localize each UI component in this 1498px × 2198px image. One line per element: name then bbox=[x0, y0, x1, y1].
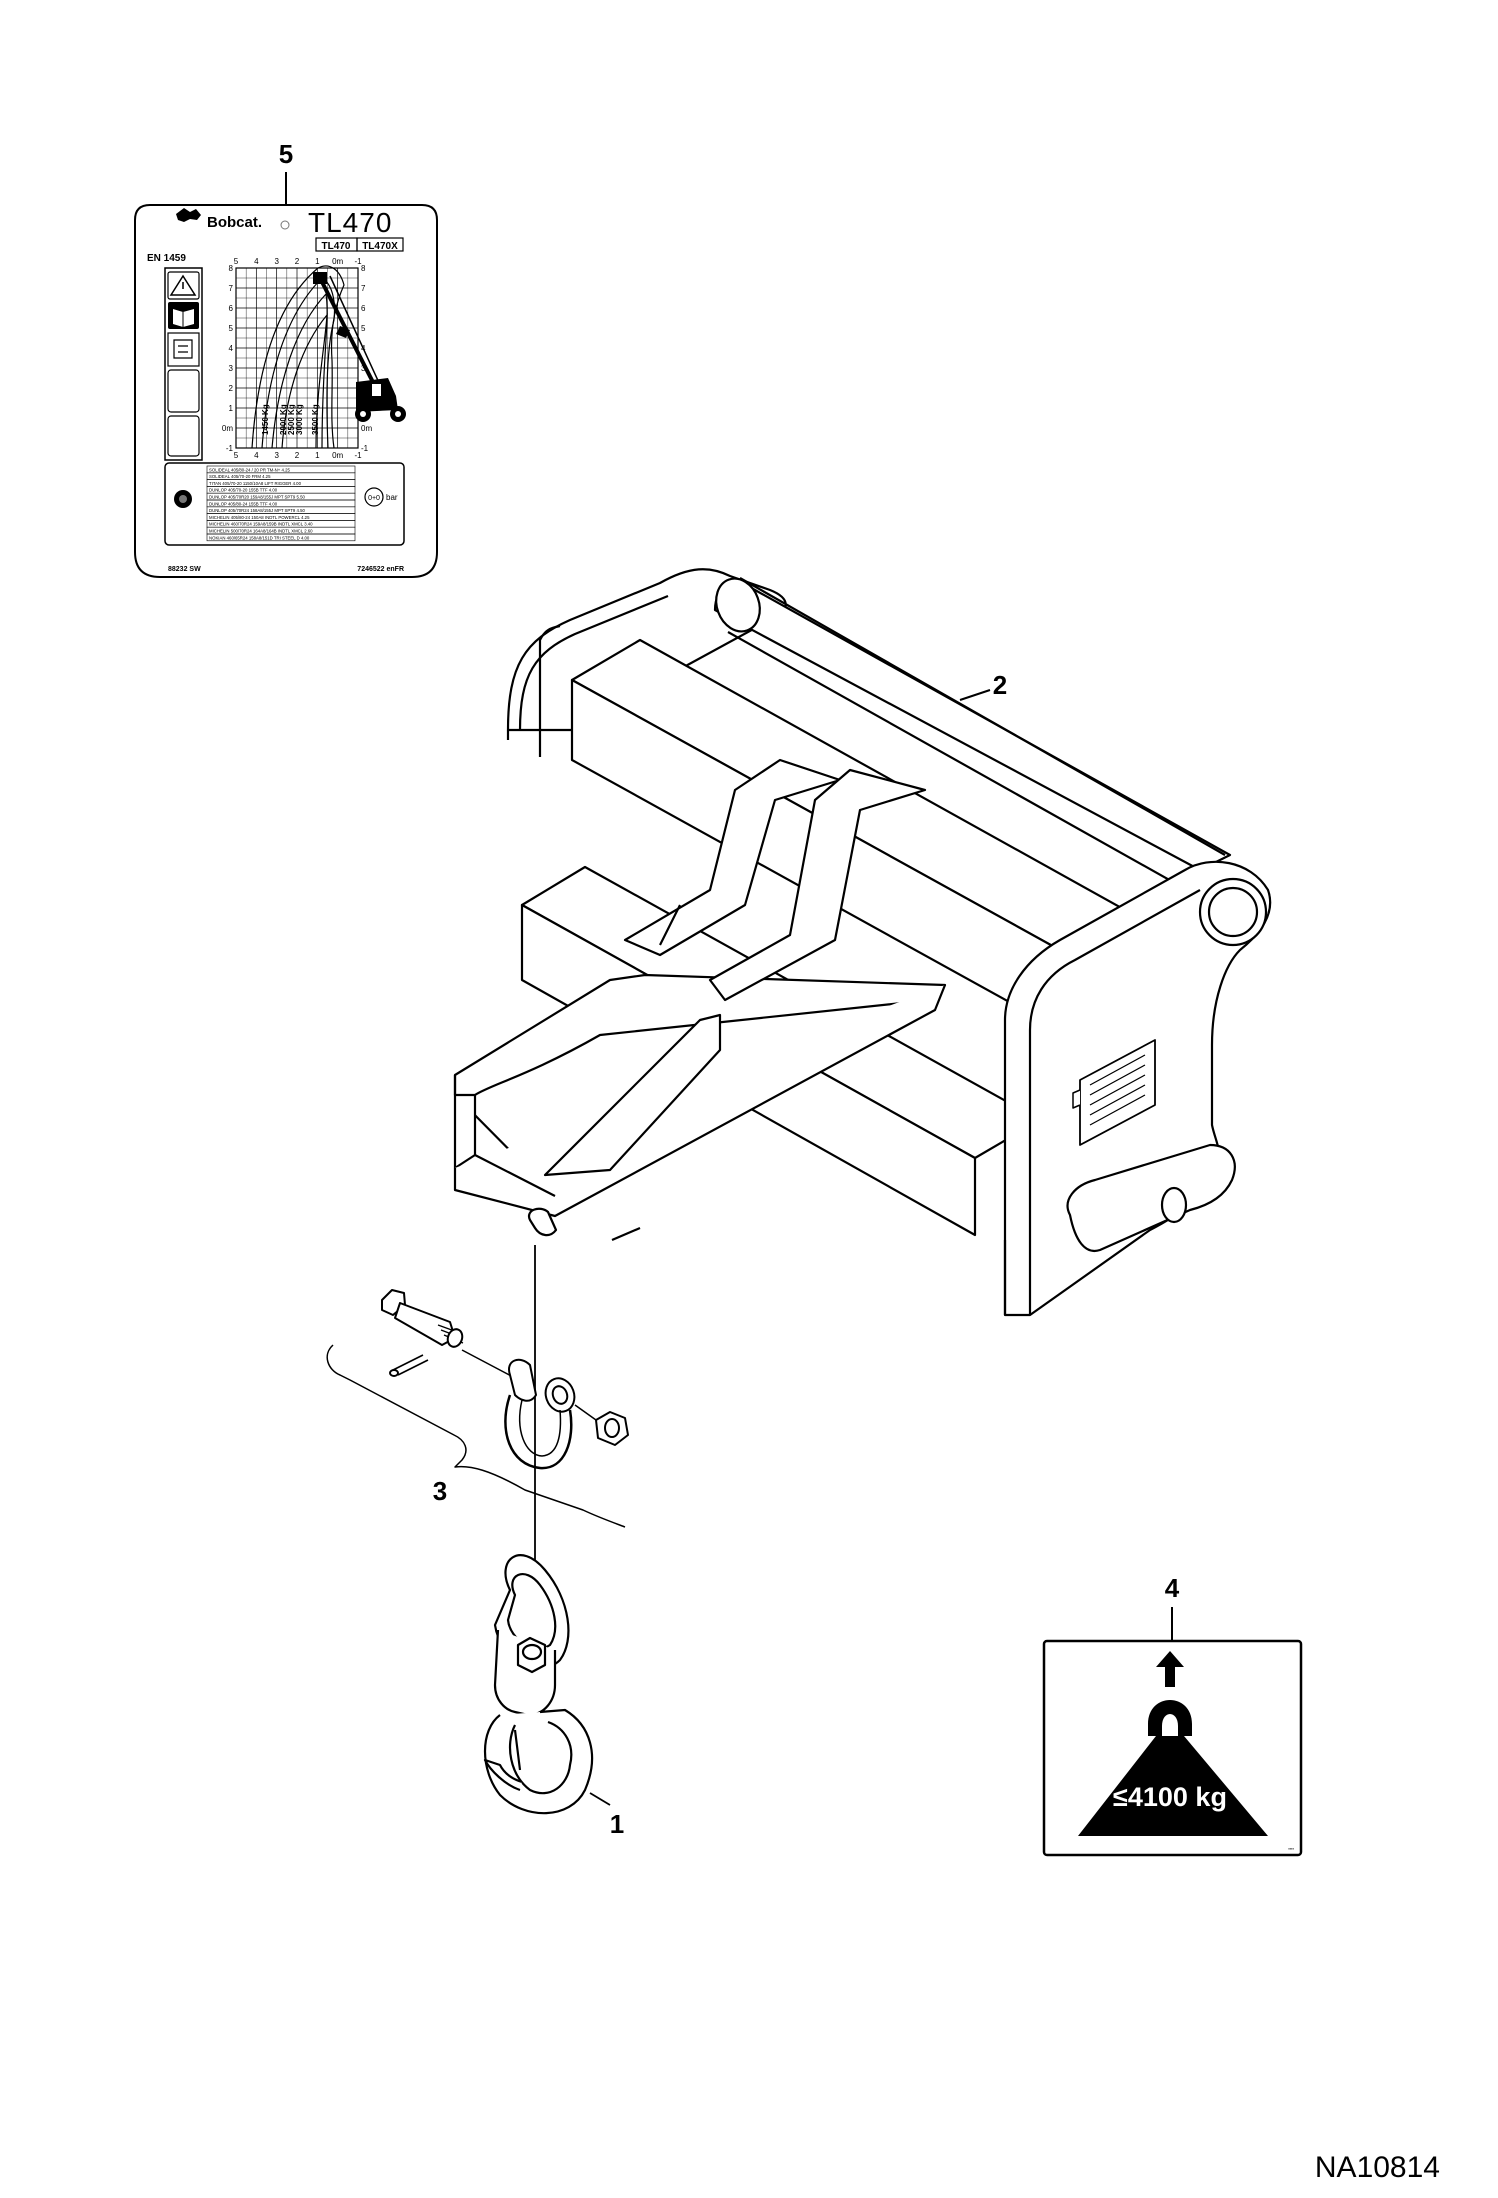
load-chart-decal: 5 Bobcat. TL470 TL470 TL470X EN 1459 bbox=[134, 139, 438, 578]
y-tick-left: 2 bbox=[229, 384, 234, 393]
tire-row-text: DUNLOP 405/70R20 159A8/155J MPT SPT9 5.5… bbox=[209, 495, 305, 500]
callout-3: 3 bbox=[433, 1476, 447, 1506]
x-tick-top: 1 bbox=[315, 257, 320, 266]
tire-row-text: DUNLOP 405/70-20 155B TTF 4.00 bbox=[209, 488, 278, 493]
tire-row-text: DUNLOP 405/80-24 155B TTF 4.00 bbox=[209, 501, 278, 506]
warning-triangle-icon bbox=[167, 271, 200, 300]
callout-2: 2 bbox=[993, 670, 1007, 700]
load-envelopes bbox=[251, 265, 345, 449]
callout-1: 1 bbox=[610, 1809, 624, 1839]
tire-icon bbox=[174, 490, 192, 508]
x-tick-top: -1 bbox=[354, 257, 362, 266]
y-tick-left: 4 bbox=[229, 344, 234, 353]
x-tick-bottom: 2 bbox=[295, 451, 300, 460]
x-tick-top: 4 bbox=[254, 257, 259, 266]
y-tick-left: 1 bbox=[229, 404, 234, 413]
swivel-hook bbox=[483, 1520, 611, 1815]
pressure-gauge-icon: 0+0 bbox=[364, 487, 384, 507]
capacity-decal: 4 ≤4100 kg ▪▪▪▪ bbox=[1042, 1573, 1303, 1857]
bobcat-logo-icon bbox=[176, 208, 201, 222]
decal-code-left: 88232 SW bbox=[168, 566, 201, 573]
tire-table-frame bbox=[164, 462, 405, 546]
callout-4: 4 bbox=[1165, 1573, 1180, 1603]
x-tick-bottom: 3 bbox=[274, 451, 279, 460]
y-tick-left: 6 bbox=[229, 304, 234, 313]
y-tick-left: 7 bbox=[229, 284, 234, 293]
tire-row-text: MICHELIN 460/70R24 159A8/159B INDTL XMCL… bbox=[209, 522, 313, 527]
y-tick-right: 0m bbox=[361, 424, 372, 433]
telehandler-silhouette bbox=[313, 272, 406, 422]
x-tick-bottom: -1 bbox=[354, 451, 362, 460]
y-tick-left: 5 bbox=[229, 324, 234, 333]
carriage-frame bbox=[453, 568, 1272, 1317]
tire-row-cell bbox=[206, 533, 356, 542]
x-tick-top: 2 bbox=[295, 257, 300, 266]
load-label-2500: 2500 Kg bbox=[287, 404, 296, 435]
y-tick-right: 7 bbox=[361, 284, 366, 293]
y-tick-right: 5 bbox=[361, 324, 366, 333]
serial-plate bbox=[1072, 1039, 1156, 1146]
tire-row-text: NOKIAN 460/65R24 158A8/151D TRI STEEL D … bbox=[209, 535, 310, 540]
load-curve-labels: 1450 Kg 2000 Kg 2500 Kg 3000 Kg 3500 Kg bbox=[261, 404, 320, 435]
y-tick-right: 6 bbox=[361, 304, 366, 313]
weight-icon bbox=[1078, 1700, 1268, 1836]
x-tick-top: 3 bbox=[274, 257, 279, 266]
tire-row-text: DUNLOP 405/70R24 158A8/155J MPT SPT9 4.5… bbox=[209, 508, 305, 513]
drawing-number: NA10814 bbox=[1315, 2151, 1440, 2184]
x-tick-bottom: 0m bbox=[332, 451, 343, 460]
load-label-1450: 1450 Kg bbox=[261, 404, 270, 435]
load-label-3000: 3000 Kg bbox=[295, 404, 304, 435]
decal-variant-a: TL470 bbox=[322, 241, 351, 252]
svg-text:▪▪▪▪: ▪▪▪▪ bbox=[1288, 1846, 1294, 1851]
y-tick-left: 3 bbox=[229, 364, 234, 373]
callout-5: 5 bbox=[279, 139, 293, 169]
operator-seat-icon bbox=[167, 332, 200, 367]
manual-book-icon bbox=[168, 302, 199, 329]
decal-brand: Bobcat. bbox=[207, 214, 262, 231]
x-tick-bottom: 5 bbox=[234, 451, 239, 460]
x-tick-top: 5 bbox=[234, 257, 239, 266]
tire-pressure-unit: bar bbox=[386, 493, 398, 502]
y-tick-right: 8 bbox=[361, 264, 366, 273]
y-tick-right: 3 bbox=[361, 364, 366, 373]
x-tick-top: 0m bbox=[332, 257, 343, 266]
load-label-3500: 3500 Kg bbox=[311, 404, 320, 435]
tire-row-text: SOLIDEAL 405/80-24 / 20 PR TM-N+ 4.25 bbox=[209, 467, 290, 472]
grid-frame bbox=[235, 267, 359, 449]
decal-model: TL470 bbox=[308, 207, 392, 238]
svg-text:0+0: 0+0 bbox=[368, 495, 380, 502]
lift-arrow-icon bbox=[1156, 1651, 1184, 1687]
y-tick-right: -1 bbox=[361, 444, 369, 453]
tire-row-text: TITAN 405/70-20 1150/10A8 LIFT RIGGER 4.… bbox=[209, 481, 302, 486]
x-tick-bottom: 1 bbox=[315, 451, 320, 460]
tire-row-text: SOLIDEAL 405/70-20 FRM 4.25 bbox=[209, 474, 271, 479]
y-tick-left: -1 bbox=[226, 444, 234, 453]
tire-pressure-table: SOLIDEAL 405/80-24 / 20 PR TM-N+ 4.25SOL… bbox=[206, 465, 356, 542]
tire-row-text: MICHELIN 500/70R24 164A8/164B INDTL XMCL… bbox=[209, 529, 313, 534]
decal-standard: EN 1459 bbox=[147, 253, 186, 264]
load-label-2000: 2000 Kg bbox=[279, 404, 288, 435]
capacity-text: ≤4100 kg bbox=[1113, 1782, 1227, 1812]
decal-variant-b: TL470X bbox=[362, 241, 398, 252]
y-tick-left: 0m bbox=[222, 424, 233, 433]
y-tick-left: 8 bbox=[229, 264, 234, 273]
tire-row-text: MICHELIN 405/80-24 150A8 INDTL POWERCL 4… bbox=[209, 515, 310, 520]
decal-outline bbox=[134, 204, 438, 578]
decal-code-right: 7246522 enFR bbox=[357, 566, 404, 573]
x-tick-bottom: 4 bbox=[254, 451, 259, 460]
shackle-hardware bbox=[326, 1245, 629, 1528]
load-chart-grid bbox=[235, 267, 359, 449]
